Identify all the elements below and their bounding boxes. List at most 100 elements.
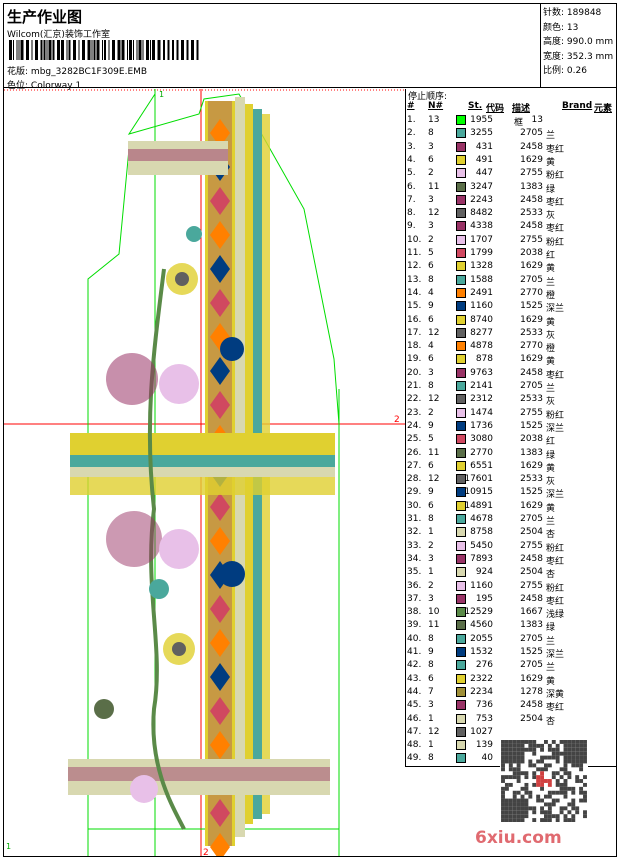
color-swatch: [456, 341, 466, 352]
needle-number: 8: [428, 753, 434, 764]
stitch-count: 4338: [470, 221, 493, 232]
stop-index: 11.: [407, 248, 422, 258]
color-description: 粉红: [546, 237, 565, 248]
info-width: 宽度: 352.3 mm: [543, 49, 617, 64]
stop-row: 16. 6 8740 1629 黄: [406, 314, 618, 328]
stitch-count: 10915: [464, 487, 493, 498]
needle-number: 12: [428, 327, 440, 338]
stop-index: 14.: [407, 287, 422, 298]
stop-row: 43. 6 2322 1629 黄: [406, 673, 618, 687]
stop-row: 6. 11 3247 1383 绿: [406, 181, 618, 195]
color-swatch: [456, 447, 466, 458]
diamond: [210, 527, 230, 555]
stop-index: 27.: [407, 460, 422, 471]
stop-index: 37.: [407, 593, 422, 604]
thread-code: 2458: [520, 221, 543, 232]
info-stitches: 针数: 189848: [543, 5, 617, 20]
stitch-count: 736: [475, 700, 493, 711]
stitch-count: 7893: [470, 553, 493, 564]
color-description: 枣红: [546, 370, 565, 381]
color-swatch: [456, 713, 466, 724]
needle-number: 1: [428, 527, 434, 538]
info-scale: 比例: 0.26: [543, 63, 617, 78]
thread-code: 1383: [520, 181, 543, 192]
needle-number: 6: [428, 460, 434, 471]
color-swatch: [456, 248, 466, 258]
stitch-count: 2322: [470, 673, 493, 684]
thread-code: 1629: [520, 154, 543, 165]
stitch-count: 195: [475, 593, 493, 604]
color-description: 枣红: [546, 197, 565, 208]
stop-index: 23.: [407, 407, 422, 418]
stop-row: 21. 8 2141 2705 兰: [406, 381, 618, 394]
diamond: [210, 629, 230, 657]
color-swatch: [456, 287, 466, 298]
stop-index: 41.: [407, 647, 422, 657]
thread-code: 1629: [520, 314, 543, 325]
stitch-count: 2312: [470, 394, 493, 405]
thread-code: 2458: [520, 194, 543, 205]
bottom-band-motif: [68, 767, 330, 781]
needle-number: 1: [428, 567, 434, 578]
stitch-count: 924: [475, 567, 493, 578]
color-description: 红: [546, 437, 556, 448]
stop-index: 30.: [407, 500, 422, 511]
color-description: 灰: [546, 477, 556, 488]
thread-code: 2770: [520, 341, 543, 352]
stitch-count: 1799: [470, 248, 493, 258]
stop-row: 32. 1 8758 2504 杏: [406, 527, 618, 540]
stop-row: 46. 1 753 2504 杏: [406, 713, 618, 727]
stop-row: 12. 6 1328 1629 黄: [406, 261, 618, 274]
diamond: [210, 663, 230, 691]
needle-number: 6: [428, 673, 434, 684]
stitch-count: 447: [475, 168, 493, 179]
color-description: 橙: [546, 290, 556, 301]
stop-index: 31.: [407, 514, 422, 524]
needle-number: 10: [428, 607, 440, 618]
needle-number: 2: [428, 234, 434, 245]
stop-row: 42. 8 276 2705 兰: [406, 660, 618, 673]
needle-number: 8: [428, 128, 434, 139]
stitch-count: 3247: [470, 181, 493, 192]
colorway-label: 色位:: [7, 81, 29, 91]
bottom-band: [68, 759, 330, 795]
stop-row: 41. 9 1532 1525 深兰: [406, 647, 618, 660]
needle-number: 1: [428, 713, 434, 724]
thread-code: 2533: [520, 327, 543, 338]
stitch-count: 8758: [470, 527, 493, 538]
stop-row: 27. 6 6551 1629 黄: [406, 460, 618, 474]
stop-index: 42.: [407, 660, 422, 671]
needle-number: 11: [428, 620, 440, 631]
color-description: 灰: [546, 211, 556, 222]
thread-code: 2533: [520, 394, 543, 405]
stop-row: 15. 9 1160 1525 深兰: [406, 301, 618, 314]
needle-number: 6: [428, 500, 434, 511]
horizontal-band: [70, 433, 335, 495]
stop-row: 18. 4 4878 2770 橙: [406, 341, 618, 354]
stitch-count: 139: [475, 740, 493, 751]
thread-code: 1629: [520, 500, 543, 511]
thread-code: 2705: [520, 381, 543, 391]
stop-row: 22. 12 2312 2533 灰: [406, 394, 618, 407]
thread-code: 1525: [520, 301, 543, 312]
col-brand: Brand: [562, 101, 593, 111]
color-description: 黄: [546, 264, 556, 275]
thread-code: 2705: [520, 633, 543, 644]
stop-index: 28.: [407, 474, 422, 485]
stop-row: 30. 6 14891 1629 黄: [406, 500, 618, 514]
stitch-count: 1160: [470, 301, 493, 312]
needle-number: 6: [428, 261, 434, 272]
stitch-count: 2770: [470, 447, 493, 458]
embroidery-preview: 2 2 1 1: [4, 89, 405, 856]
stop-index: 18.: [407, 341, 422, 352]
diamond: [210, 493, 230, 521]
top-label: 1: [159, 90, 164, 99]
stop-index: 17.: [407, 327, 422, 338]
stitch-count: 8482: [470, 208, 493, 219]
stop-index: 49.: [407, 753, 422, 764]
color-description: 深黄: [546, 689, 565, 700]
stop-row: 3. 3 431 2458 枣红: [406, 141, 618, 155]
color-description: 杏: [546, 570, 556, 581]
info-label: 高度:: [543, 37, 565, 47]
stop-row: 44. 7 2234 1278 深黄: [406, 686, 618, 700]
